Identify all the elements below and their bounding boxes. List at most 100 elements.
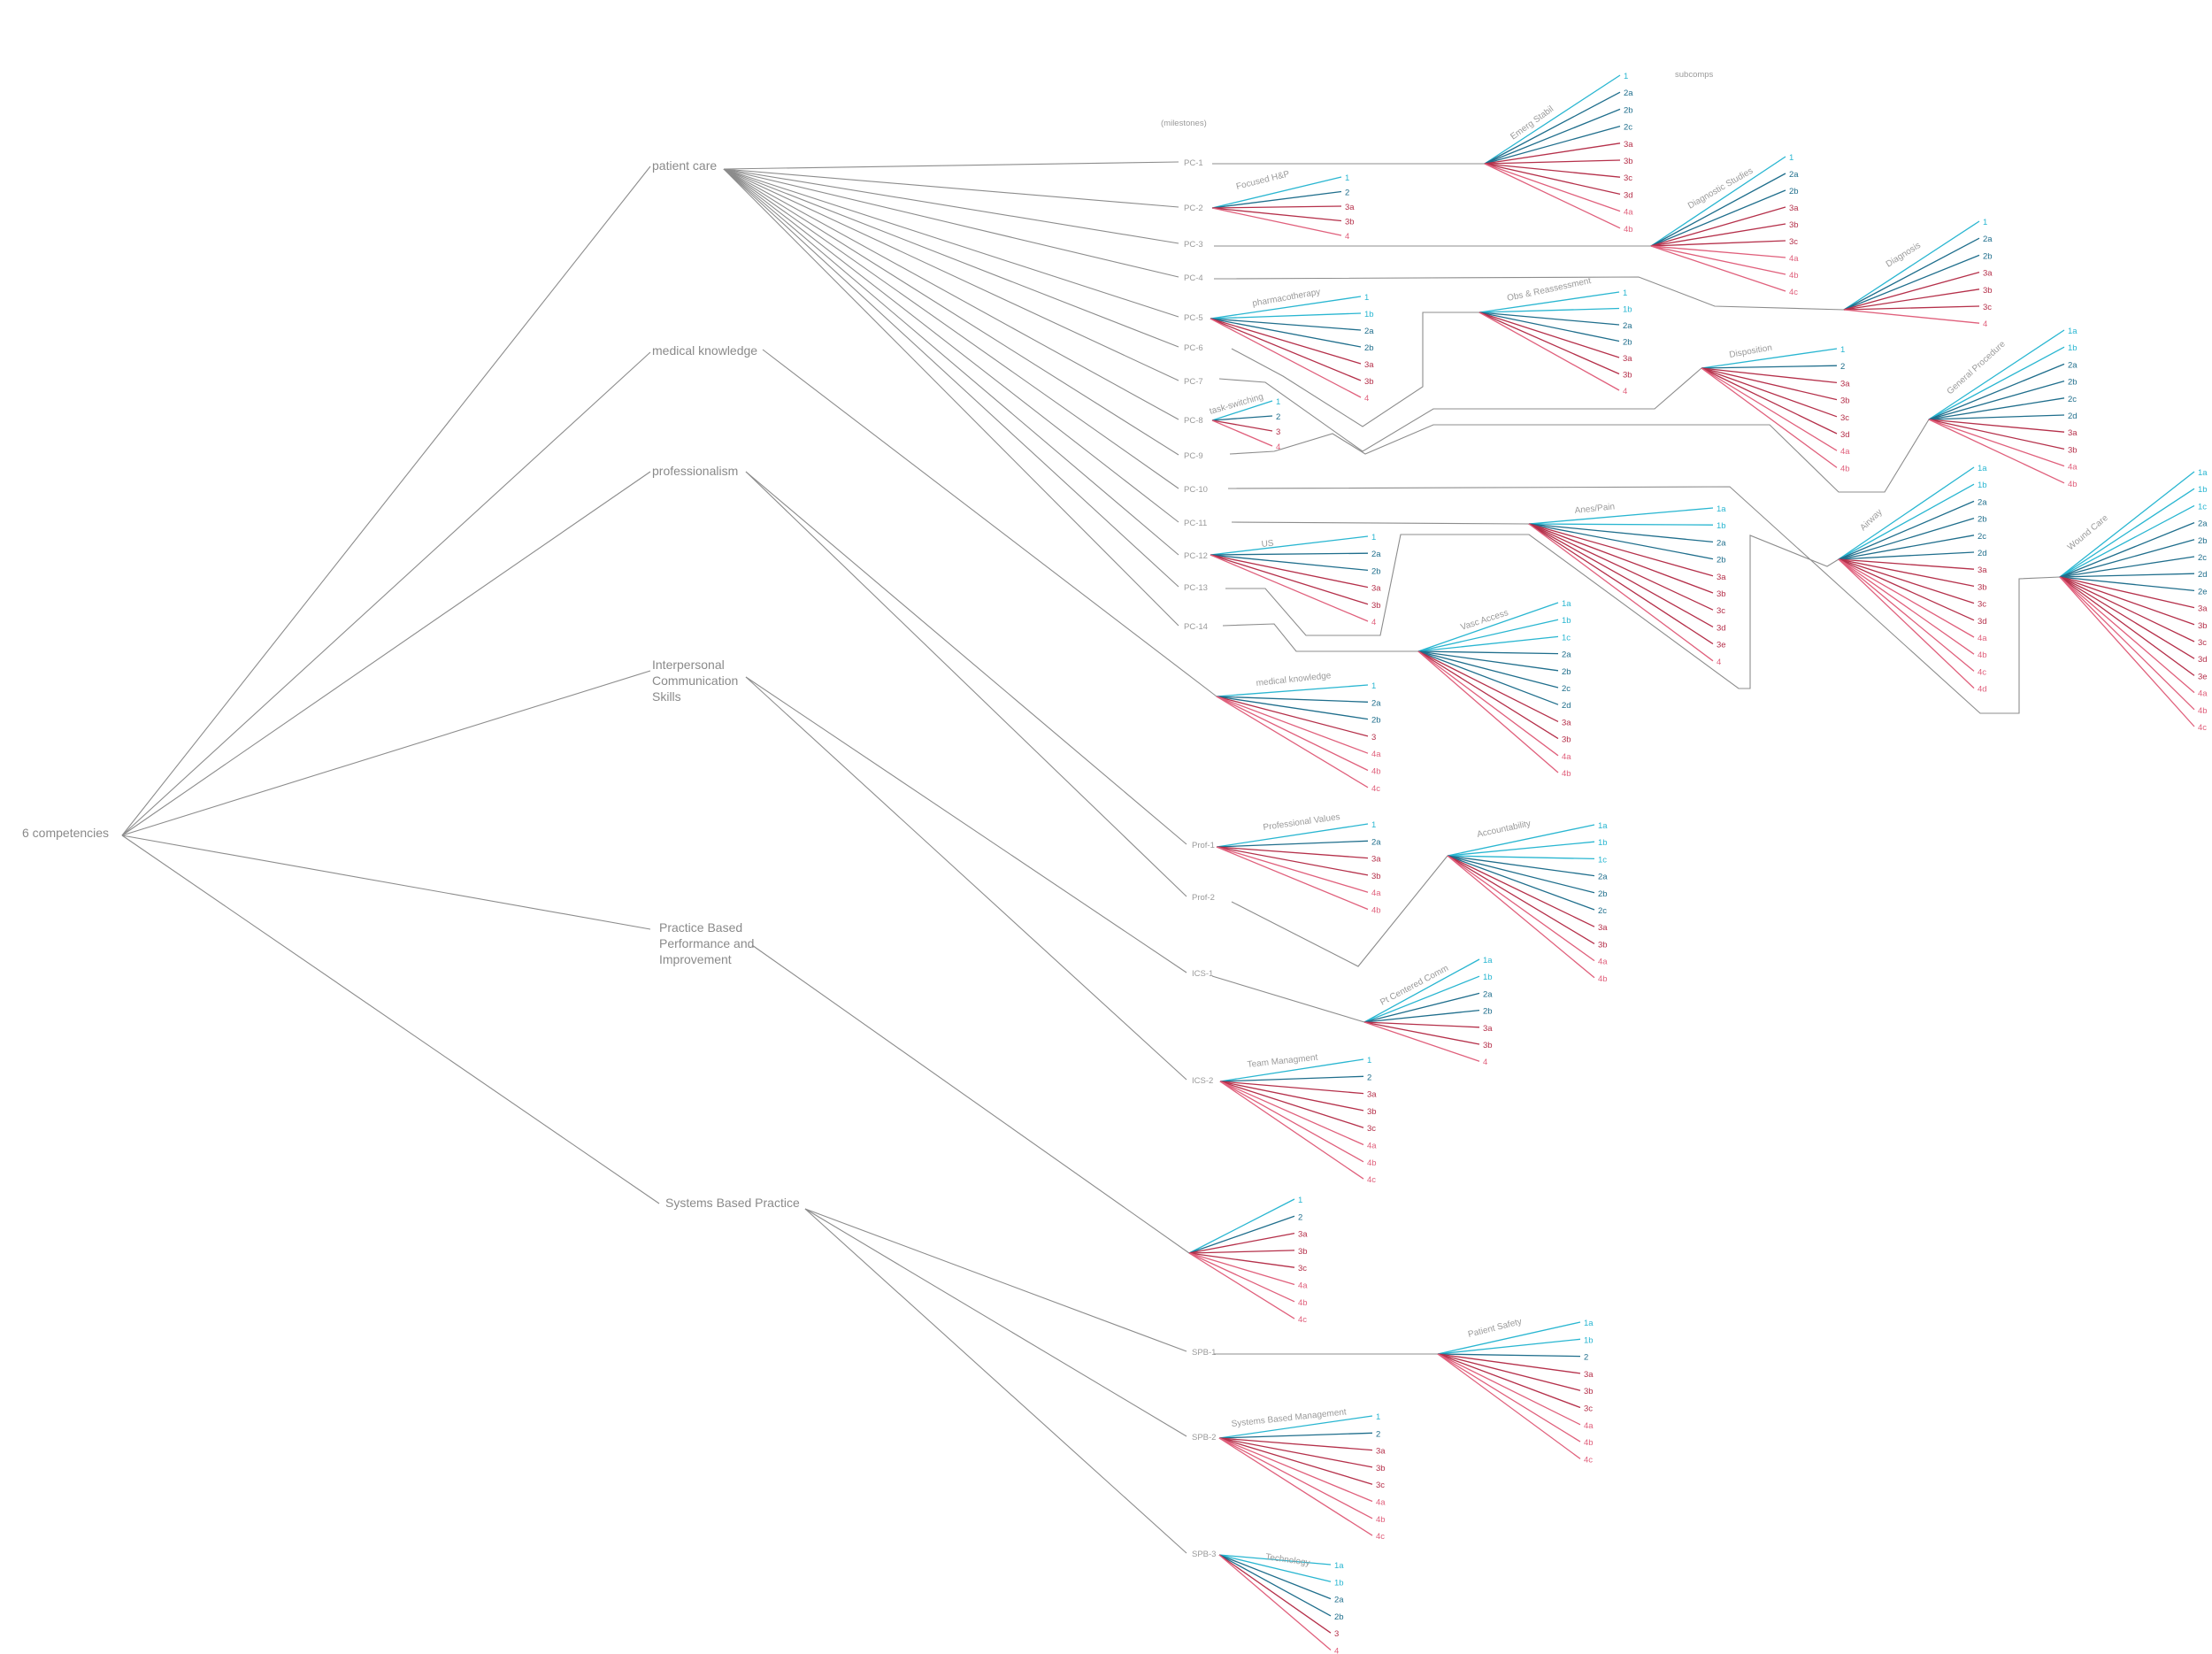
fan-line-patient-safety-2: [1437, 1353, 1581, 1358]
fan-line-anes-pain-3e: [1528, 523, 1714, 645]
leaf-team-managment-4a: 4a: [1367, 1142, 1377, 1151]
leaf-diagnostic-studies-3b: 3b: [1789, 220, 1799, 230]
group-label-airway: Airway: [1858, 507, 1884, 533]
fan-line-patient-safety-3a: [1437, 1353, 1581, 1374]
edge-pc-11: [723, 168, 1179, 523]
leaf-vasc-access-1a: 1a: [1562, 599, 1571, 609]
fan-line-focused-h-p-3a: [1211, 205, 1342, 209]
leaf-technology-3: 3: [1334, 1629, 1339, 1639]
edge-pc-1: [723, 161, 1179, 170]
fan-line-systems-based-management-3b: [1218, 1437, 1373, 1468]
group-label-medical-knowledge: medical knowledge: [1256, 671, 1332, 689]
leaf-professional-values-4b: 4b: [1371, 906, 1381, 916]
leaf-professional-values-4a: 4a: [1371, 889, 1381, 898]
milestone-pc-11: PC-11: [1184, 519, 1207, 528]
fan-line-professional-values-3b: [1216, 846, 1369, 876]
fan-line-team-managment-2: [1219, 1075, 1364, 1082]
fan-line-patient-safety-4c: [1437, 1353, 1581, 1459]
leaf-general-procedure-2c: 2c: [2068, 395, 2077, 404]
edge-prof-1: [745, 471, 1187, 845]
leaf-airway-1b: 1b: [1978, 481, 1987, 490]
leaf-patient-safety-4c: 4c: [1584, 1455, 1593, 1465]
group-label-vasc-access: Vasc Access: [1460, 608, 1510, 633]
fan-line-group-4b: [1188, 1252, 1295, 1303]
milestone-pc-13: PC-13: [1184, 583, 1208, 593]
leaf-accountability-1c: 1c: [1598, 855, 1607, 865]
fan-line-anes-pain-2b: [1528, 523, 1714, 560]
fan-line-team-managment-4b: [1219, 1081, 1364, 1163]
leaf-wound-care-3c: 3c: [2198, 638, 2207, 648]
leaf-pharmacotherapy-3b: 3b: [1364, 377, 1374, 387]
leaf-anes-pain-4: 4: [1717, 658, 1721, 667]
fan-line-accountability-4a: [1447, 855, 1595, 962]
leaf-team-managment-3b: 3b: [1367, 1107, 1377, 1117]
fan-line-technology-1b: [1218, 1554, 1332, 1582]
leaf-obs-reassessment-3b: 3b: [1623, 371, 1632, 381]
leaf-patient-safety-3b: 3b: [1584, 1387, 1594, 1396]
fan-line-emerg-stabil-1: [1484, 74, 1621, 165]
leaf-wound-care-4a: 4a: [2198, 689, 2208, 699]
connector-pc-4: [1213, 276, 1845, 311]
fan-line-medical-knowledge-2b: [1216, 696, 1369, 720]
fan-line-wound-care-2e: [2059, 576, 2195, 592]
fan-line-airway-3d: [1838, 558, 1975, 621]
leaf-obs-reassessment-3a: 3a: [1623, 354, 1632, 364]
leaf-airway-3a: 3a: [1978, 565, 1987, 575]
leaf-systems-based-management-3a: 3a: [1376, 1447, 1386, 1457]
leaf-patient-safety-3a: 3a: [1584, 1370, 1594, 1380]
fan-line-vasc-access-4a: [1417, 650, 1559, 757]
fan-line-pharmacotherapy-2b: [1210, 318, 1362, 348]
edge-pc-9: [723, 168, 1179, 456]
leaf-vasc-access-1b: 1b: [1562, 616, 1571, 626]
milestone-pc-7: PC-7: [1184, 377, 1203, 387]
leaf-airway-4d: 4d: [1978, 685, 1987, 695]
leaf-anes-pain-3c: 3c: [1717, 606, 1725, 616]
leaf-general-procedure-1b: 1b: [2068, 343, 2078, 353]
fan-line-wound-care-1c: [2059, 504, 2195, 578]
leaf-obs-reassessment-1: 1: [1623, 288, 1627, 298]
leaf-emerg-stabil-2c: 2c: [1624, 123, 1632, 133]
leaf-disposition-1: 1: [1840, 345, 1845, 355]
leaf-general-procedure-1a: 1a: [2068, 327, 2078, 336]
leaf-general-procedure-2b: 2b: [2068, 378, 2078, 388]
leaf-general-procedure-2a: 2a: [2068, 360, 2078, 370]
fan-line-accountability-4b: [1447, 855, 1595, 979]
leaf-disposition-4b: 4b: [1840, 464, 1850, 473]
group-label-focused-h-p: Focused H&P: [1235, 169, 1291, 192]
fan-line-team-managment-4a: [1219, 1081, 1364, 1146]
fan-line-airway-4a: [1838, 558, 1975, 638]
fan-line-technology-1a: [1218, 1554, 1332, 1566]
leaf-wound-care-2e: 2e: [2198, 587, 2208, 596]
edge-root-to-practice-based-performance-and-improvement: [121, 835, 651, 930]
fan-line-vasc-access-1c: [1417, 635, 1559, 652]
fan-line-task-switching-4: [1211, 419, 1273, 447]
leaf-general-procedure-4b: 4b: [2068, 480, 2078, 489]
leaf-us-1: 1: [1371, 533, 1376, 542]
fan-line-us-2b: [1210, 554, 1369, 572]
leaf-general-procedure-2d: 2d: [2068, 412, 2078, 421]
fan-line-disposition-3a: [1701, 367, 1838, 384]
leaf-accountability-1a: 1a: [1598, 821, 1608, 831]
edge-pc-12: [723, 168, 1179, 556]
edge-pc-7: [723, 168, 1179, 381]
leaf-accountability-3b: 3b: [1598, 940, 1608, 950]
leaf-airway-3c: 3c: [1978, 600, 1986, 610]
fan-line-anes-pain-3c: [1528, 523, 1714, 611]
fan-line-emerg-stabil-4a: [1484, 163, 1621, 212]
leaf-airway-3b: 3b: [1978, 582, 1987, 592]
leaf-emerg-stabil-3d: 3d: [1624, 190, 1633, 200]
leaf-disposition-3d: 3d: [1840, 430, 1850, 440]
leaf-systems-based-management-3b: 3b: [1376, 1464, 1386, 1473]
fan-line-diagnostic-studies-3c: [1650, 240, 1786, 247]
leaf-wound-care-2a: 2a: [2198, 519, 2208, 529]
leaf-disposition-3a: 3a: [1840, 379, 1850, 388]
edge-pc-14: [723, 168, 1179, 627]
fan-line-team-managment-3a: [1219, 1081, 1364, 1095]
leaf-pharmacotherapy-2a: 2a: [1364, 327, 1374, 336]
leaf-diagnostic-studies-3a: 3a: [1789, 204, 1799, 213]
fan-line-vasc-access-2d: [1417, 650, 1559, 705]
leaf-general-procedure-3b: 3b: [2068, 445, 2078, 455]
leaf-accountability-1b: 1b: [1598, 838, 1608, 848]
